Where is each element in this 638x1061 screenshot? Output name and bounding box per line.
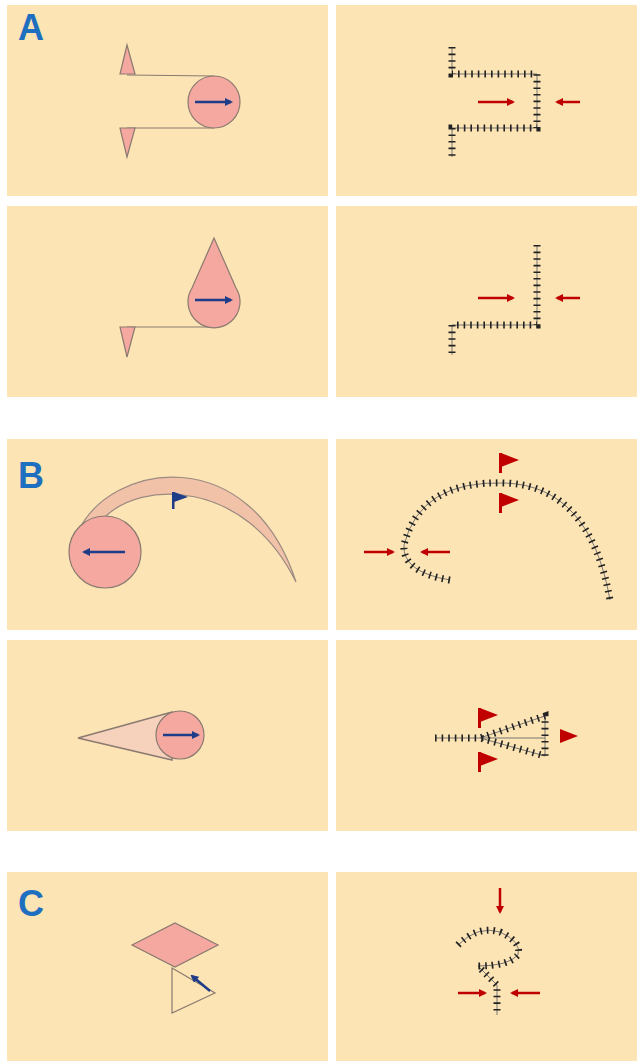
panel-letter: C [18,884,44,924]
panel-letter: A [18,8,44,48]
panel-letter: B [18,456,44,496]
